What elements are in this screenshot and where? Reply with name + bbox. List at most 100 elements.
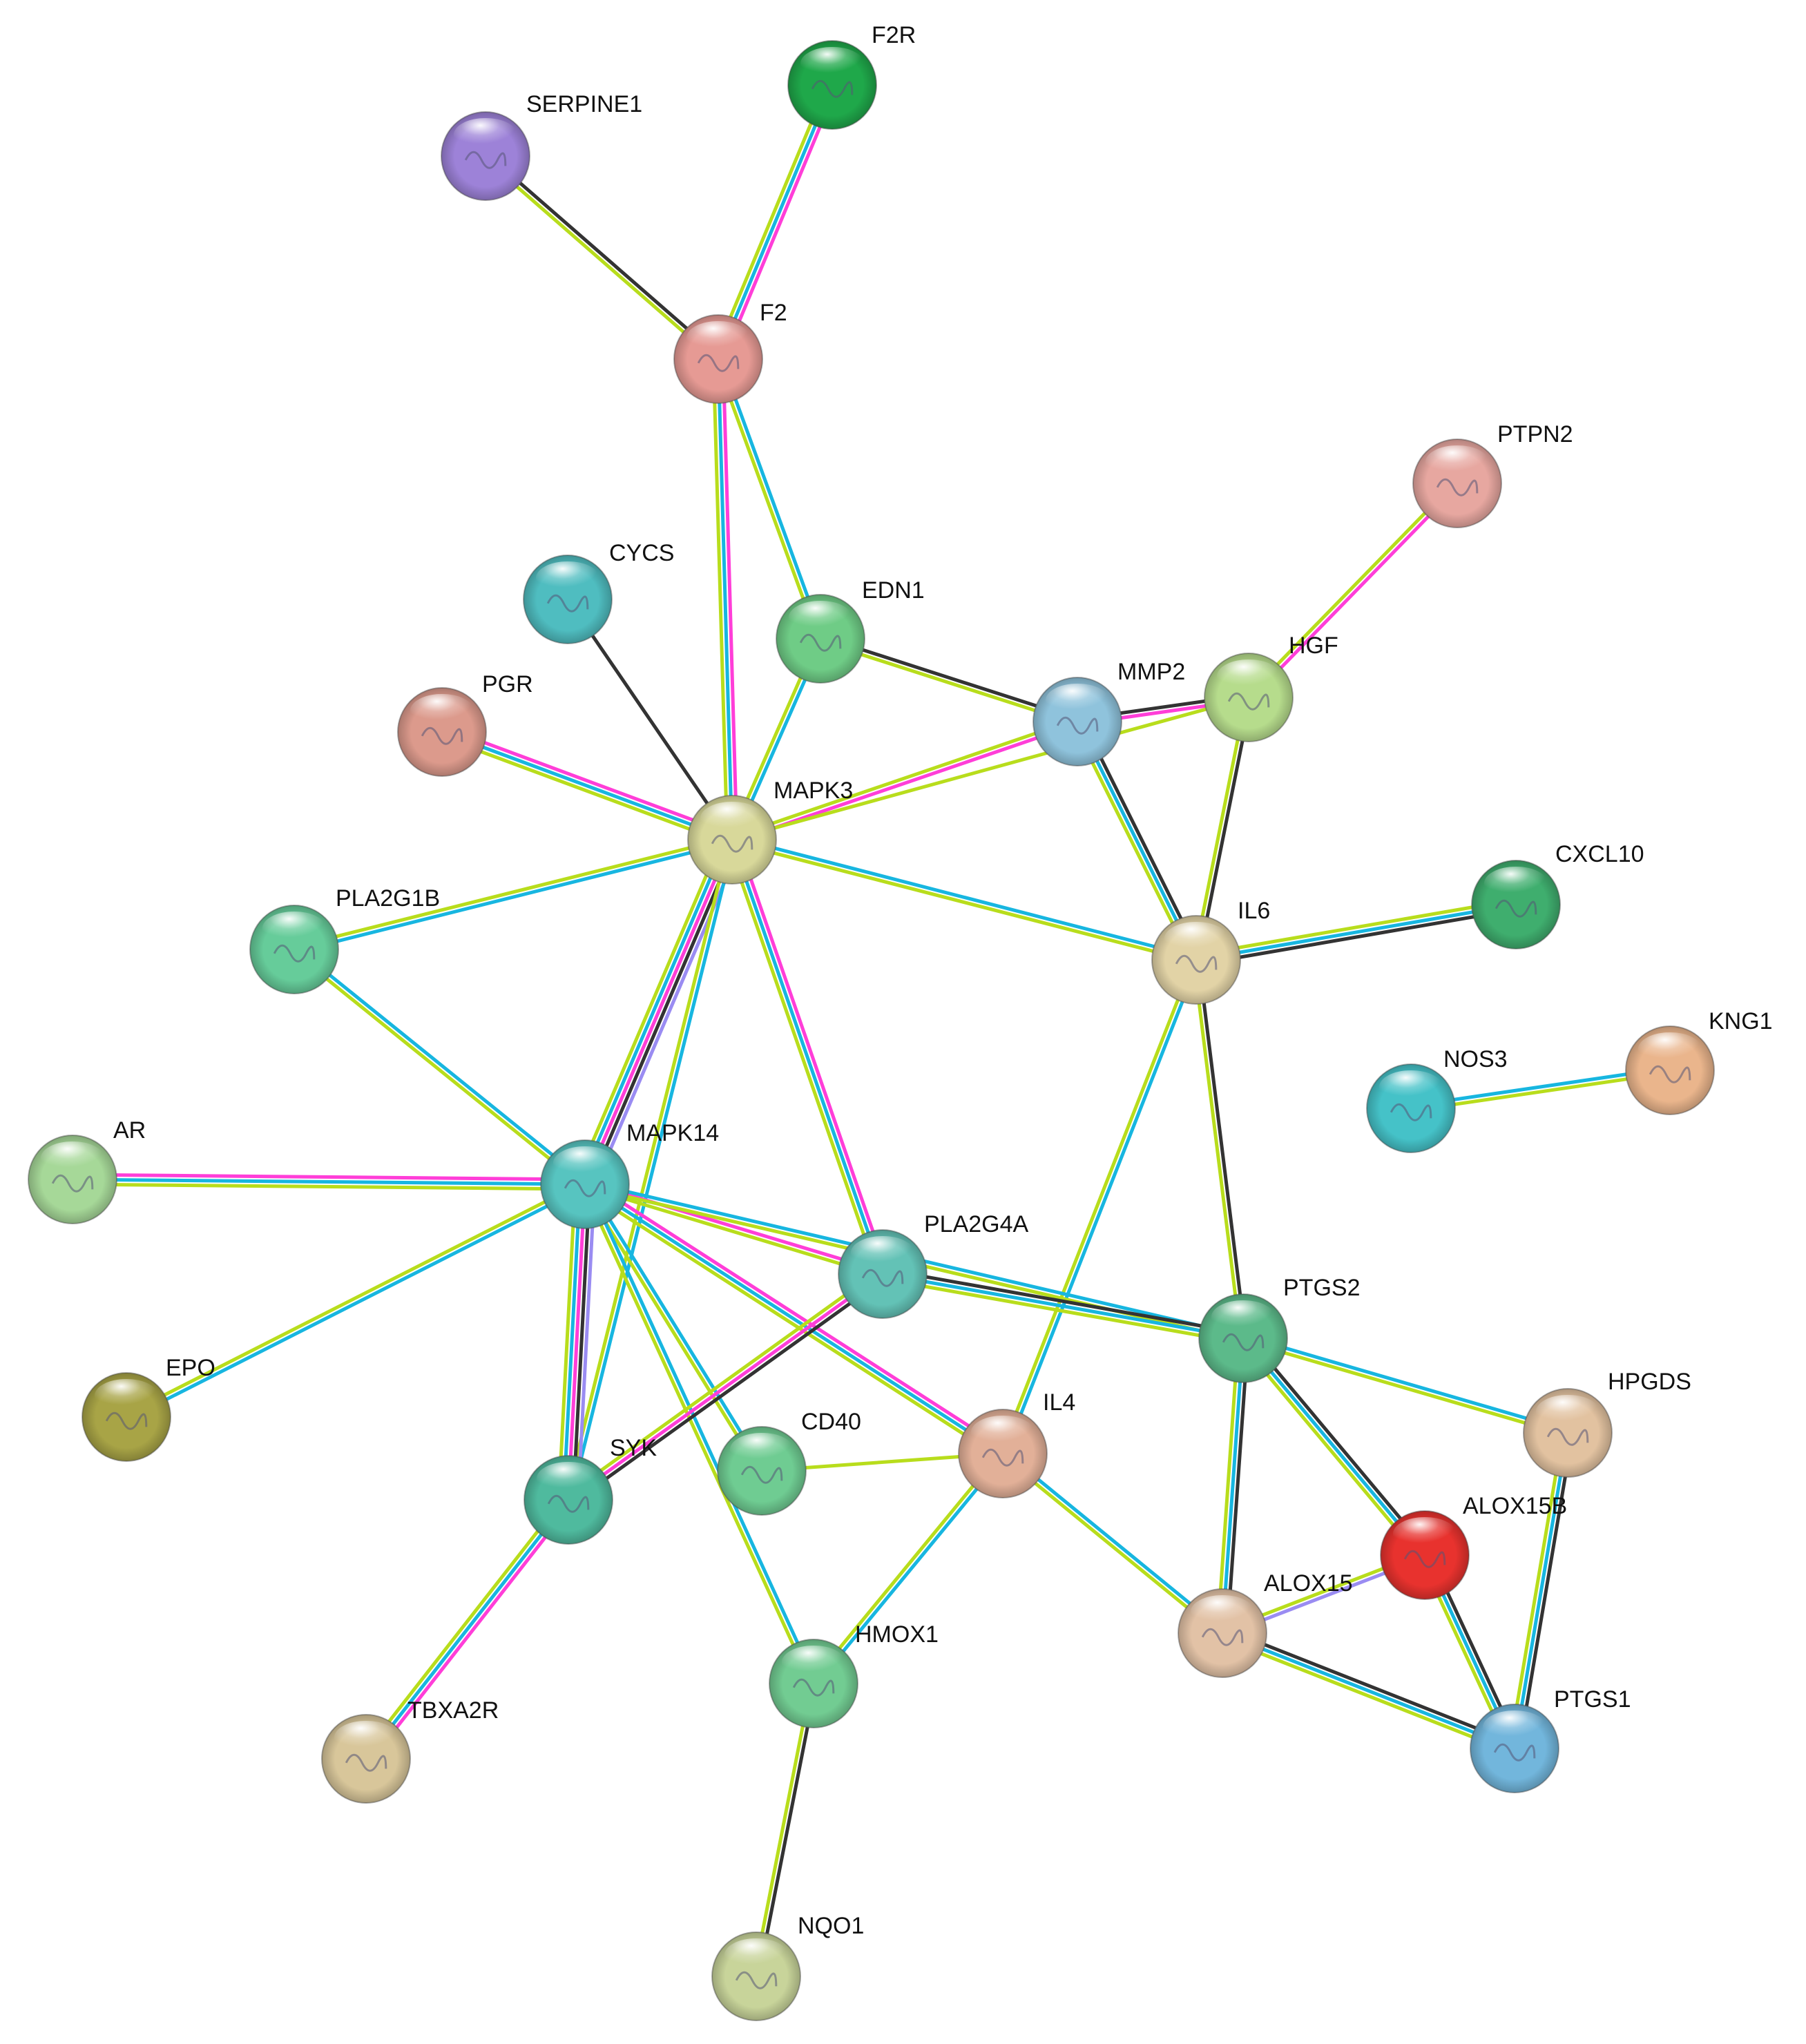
node-ar[interactable]: AR xyxy=(28,1117,146,1224)
node-highlight xyxy=(1425,445,1490,479)
edge-evidence-black xyxy=(1517,1431,1575,1751)
edge-evidence-black xyxy=(569,1276,887,1506)
protein-structure-icon xyxy=(1436,478,1479,496)
edge-f2r-f2 xyxy=(712,81,838,363)
node-nqo1[interactable]: NQO1 xyxy=(711,1913,864,2021)
node-highlight xyxy=(686,320,751,355)
edge-evidence-lime xyxy=(730,695,1251,842)
node-il4[interactable]: IL4 xyxy=(958,1389,1075,1498)
node-nos3[interactable]: NOS3 xyxy=(1366,1046,1508,1153)
node-mmp2[interactable]: MMP2 xyxy=(1032,659,1185,767)
node-pla2g4a[interactable]: PLA2G4A xyxy=(838,1211,1029,1319)
node-label: CD40 xyxy=(801,1409,861,1435)
node-mapk3[interactable]: MAPK3 xyxy=(687,778,853,885)
node-label: PTGS1 xyxy=(1554,1686,1631,1713)
node-il6[interactable]: IL6 xyxy=(1151,898,1270,1005)
node-ptpn2[interactable]: PTPN2 xyxy=(1412,421,1573,528)
edge-evidence-black xyxy=(1079,717,1202,960)
node-label: HPGDS xyxy=(1608,1369,1691,1395)
edge-evidence-black xyxy=(571,1182,592,1502)
node-label: IL6 xyxy=(1238,898,1270,924)
node-syk[interactable]: SYK xyxy=(523,1435,657,1545)
edge-ptgs2-alox15b xyxy=(1238,1333,1430,1560)
node-pgr[interactable]: PGR xyxy=(397,671,533,777)
edge-evidence-magenta xyxy=(721,357,739,842)
node-label: CYCS xyxy=(609,540,674,566)
edge-ptgs2-hpgds xyxy=(1240,1334,1570,1437)
edge-ar-mapk14 xyxy=(70,1173,587,1191)
edge-evidence-lime xyxy=(729,717,1079,840)
node-f2[interactable]: F2 xyxy=(673,300,787,404)
node-kng1[interactable]: KNG1 xyxy=(1625,1008,1773,1115)
edge-evidence-magenta xyxy=(566,1272,885,1502)
node-highlight xyxy=(1216,659,1281,693)
protein-structure-icon xyxy=(1649,1065,1691,1083)
edge-evidence-lime xyxy=(809,1450,1003,1684)
edge-evidence-magenta xyxy=(735,836,890,1275)
edge-hmox1-nqo1 xyxy=(752,1681,818,1979)
node-label: SERPINE1 xyxy=(526,91,642,117)
node-serpine1[interactable]: SERPINE1 xyxy=(441,91,642,201)
node-label: NOS3 xyxy=(1443,1046,1508,1072)
node-cycs[interactable]: CYCS xyxy=(523,540,674,644)
protein-structure-icon xyxy=(564,1179,606,1197)
edge-evidence-cyan xyxy=(716,83,834,361)
node-mapk14[interactable]: MAPK14 xyxy=(540,1120,719,1229)
edge-evidence-lime xyxy=(70,1182,587,1191)
edge-evidence-cyan xyxy=(583,1182,1005,1456)
protein-structure-icon xyxy=(345,1753,387,1772)
node-hgf[interactable]: HGF xyxy=(1204,633,1338,742)
edge-evidence-cyan xyxy=(716,357,734,842)
node-pla2g1b[interactable]: PLA2G1B xyxy=(249,885,440,994)
protein-structure-icon xyxy=(1201,1628,1244,1646)
node-highlight xyxy=(1392,1516,1457,1551)
node-alox15b[interactable]: ALOX15B xyxy=(1380,1493,1567,1600)
edge-evidence-lime xyxy=(712,81,830,359)
node-highlight xyxy=(788,600,853,635)
node-highlight xyxy=(410,693,474,728)
protein-structure-icon xyxy=(711,834,753,853)
node-hmox1[interactable]: HMOX1 xyxy=(769,1621,939,1728)
edge-evidence-lime xyxy=(711,357,729,842)
edge-mapk14-hmox1 xyxy=(581,1182,818,1686)
edge-pla2g4a-ptgs2 xyxy=(880,1267,1246,1345)
node-highlight xyxy=(1211,1300,1276,1334)
node-edn1[interactable]: EDN1 xyxy=(776,577,925,684)
node-ptgs2[interactable]: PTGS2 xyxy=(1198,1275,1360,1383)
node-ptgs1[interactable]: PTGS1 xyxy=(1470,1686,1631,1793)
node-label: HMOX1 xyxy=(855,1621,939,1648)
edge-evidence-lime xyxy=(1508,1430,1565,1750)
edge-edn1-mmp2 xyxy=(818,635,1080,726)
edge-evidence-cyan xyxy=(440,730,734,842)
edge-evidence-lime xyxy=(999,957,1196,1455)
edge-evidence-black xyxy=(1225,1336,1250,1635)
edge-evidence-lime xyxy=(580,1186,1002,1460)
edge-evidence-lime xyxy=(581,1184,762,1474)
node-cxcl10[interactable]: CXCL10 xyxy=(1471,841,1644,949)
node-label: PLA2G1B xyxy=(336,885,440,912)
edge-evidence-black xyxy=(1222,1626,1519,1746)
node-highlight xyxy=(800,46,865,81)
node-label: ALOX15B xyxy=(1463,1493,1567,1519)
edge-evidence-lime xyxy=(999,1454,1223,1637)
edge-evidence-lime xyxy=(123,1180,586,1417)
node-f2r[interactable]: F2R xyxy=(787,22,916,130)
node-epo[interactable]: EPO xyxy=(81,1355,215,1462)
edge-evidence-lime xyxy=(1193,898,1517,957)
node-label: PLA2G4A xyxy=(924,1211,1029,1237)
node-cd40[interactable]: CD40 xyxy=(717,1409,861,1516)
node-highlight xyxy=(536,1461,601,1496)
node-highlight xyxy=(781,1645,846,1679)
node-highlight xyxy=(535,561,600,595)
edge-evidence-lime xyxy=(1071,722,1194,964)
edge-mapk3-pla2g4a xyxy=(725,836,890,1278)
edge-mapk14-cd40 xyxy=(581,1181,766,1474)
node-hpgds[interactable]: HPGDS xyxy=(1523,1369,1691,1478)
edge-mapk14-il4 xyxy=(580,1178,1008,1460)
node-tbxa2r[interactable]: TBXA2R xyxy=(321,1697,499,1804)
edge-evidence-lime xyxy=(557,1182,577,1501)
edge-evidence-lime xyxy=(1218,1636,1515,1755)
node-alox15[interactable]: ALOX15 xyxy=(1178,1570,1353,1678)
protein-structure-icon xyxy=(981,1448,1024,1467)
